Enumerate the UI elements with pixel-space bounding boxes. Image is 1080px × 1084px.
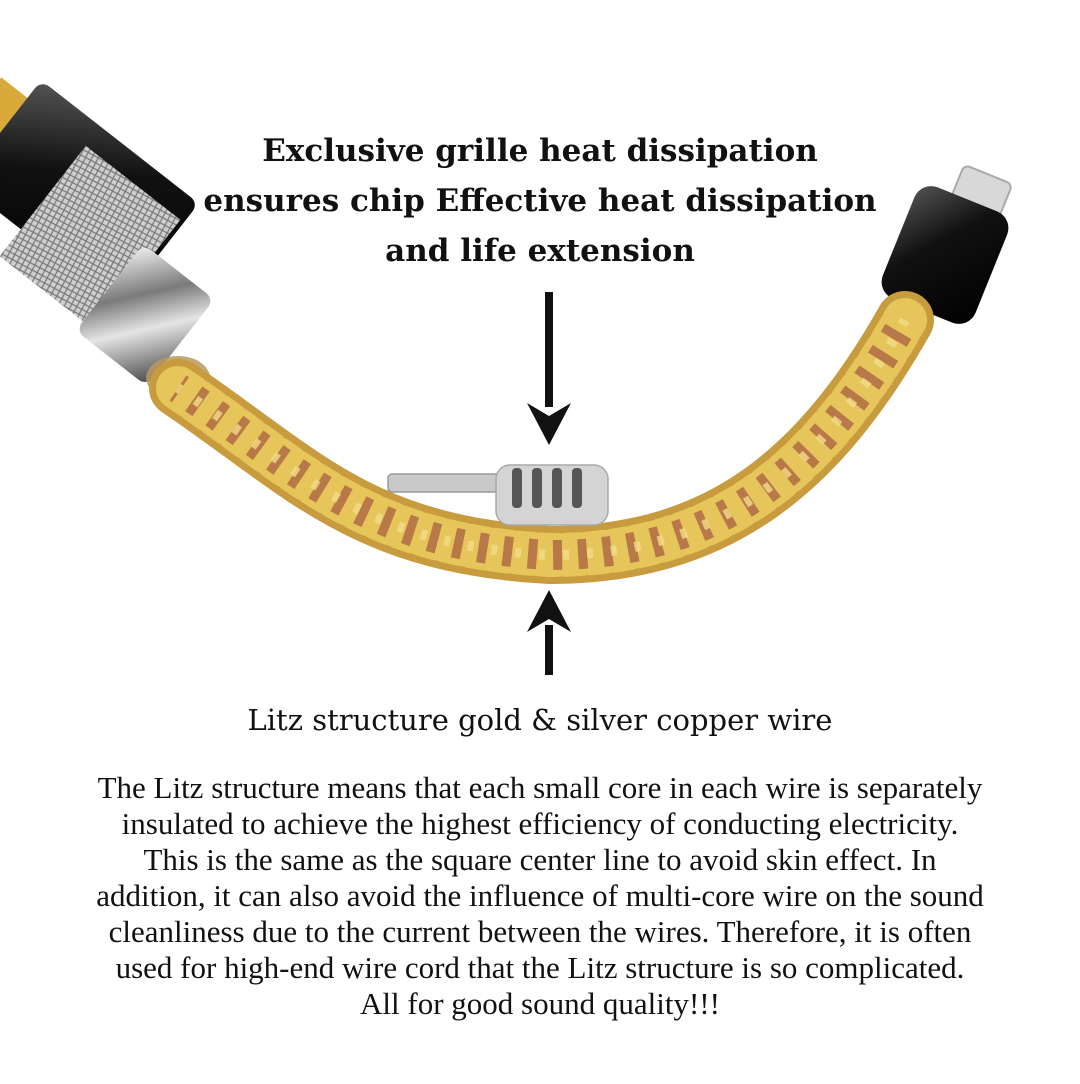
description-line-4: addition, it can also avoid the influenc… bbox=[96, 878, 984, 913]
grille-chip bbox=[387, 464, 609, 526]
wire-caption: Litz structure gold & silver copper wire bbox=[247, 703, 833, 737]
headline-line-1: Exclusive grille heat dissipation bbox=[262, 133, 818, 169]
headline-line-3: and life extension bbox=[385, 233, 695, 269]
description-line-2: insulated to achieve the highest efficie… bbox=[121, 806, 959, 841]
down-arrow-icon bbox=[527, 292, 571, 445]
up-arrow-icon bbox=[527, 590, 571, 675]
description-line-1: The Litz structure means that each small… bbox=[97, 770, 983, 805]
description-line-3: This is the same as the square center li… bbox=[143, 842, 937, 877]
description-line-7: All for good sound quality!!! bbox=[360, 986, 720, 1021]
headline-line-2: ensures chip Effective heat dissipation bbox=[203, 183, 877, 219]
description-paragraph: The Litz structure means that each small… bbox=[10, 770, 1070, 1022]
braided-cable bbox=[149, 291, 934, 585]
description-line-6: used for high-end wire cord that the Lit… bbox=[115, 950, 965, 985]
headline: Exclusive grille heat dissipation ensure… bbox=[140, 126, 940, 276]
description-line-5: cleanliness due to the current between t… bbox=[108, 914, 972, 949]
